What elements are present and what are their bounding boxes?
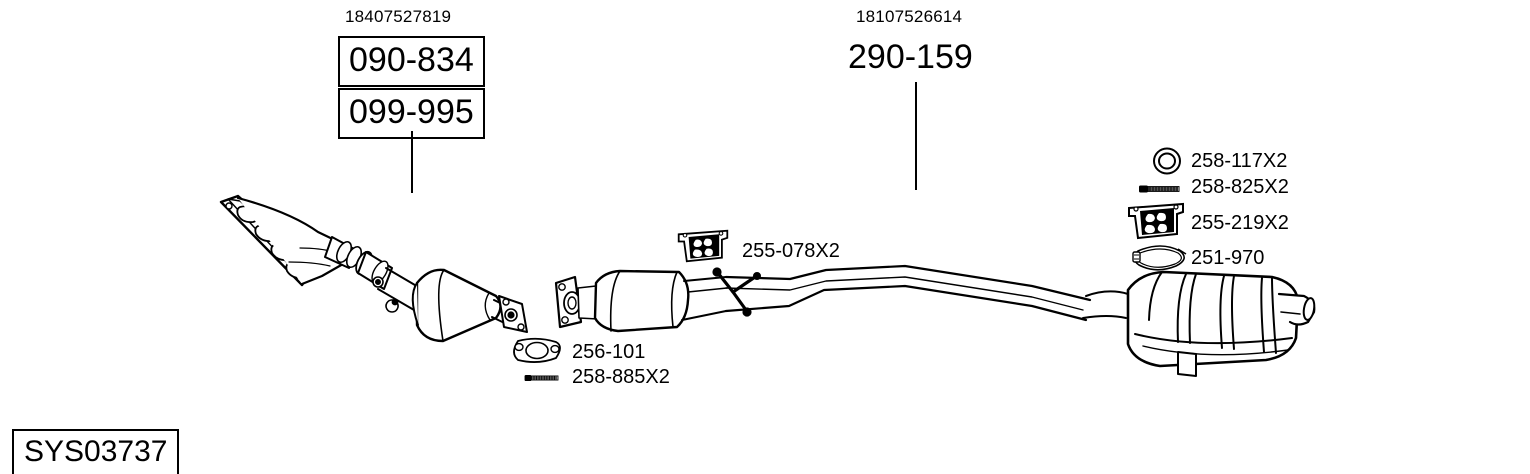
annotation-part-256-101: 256-101 bbox=[572, 341, 646, 363]
code-box-090-834: 090-834 bbox=[338, 36, 485, 87]
centre-pipe-hanger-rod bbox=[712, 267, 761, 317]
exhaust-manifold bbox=[219, 194, 352, 287]
gasket-bolt-icon bbox=[522, 372, 570, 384]
middle-silencer bbox=[593, 269, 728, 333]
legend-part-258-825X2: 258-825X2 bbox=[1191, 176, 1289, 198]
leader-line-left bbox=[411, 131, 413, 193]
leader-line-right bbox=[915, 82, 917, 190]
bolt-icon bbox=[1138, 182, 1190, 196]
legend-part-255-219X2: 255-219X2 bbox=[1191, 212, 1289, 234]
flange-gasket-icon bbox=[508, 337, 566, 367]
rubber-hanger-strap-icon bbox=[1128, 242, 1190, 272]
code-290-159: 290-159 bbox=[848, 38, 973, 76]
front-pipe-flex-joint bbox=[324, 236, 393, 290]
system-code-box: SYS03737 bbox=[12, 429, 180, 474]
front-pipe bbox=[377, 267, 421, 313]
middle-silencer-inlet-flange bbox=[554, 275, 599, 329]
seal-ring-icon bbox=[1152, 147, 1182, 175]
exhaust-hanger-bracket-icon bbox=[1126, 201, 1186, 241]
rear-silencer bbox=[1082, 270, 1300, 377]
oem-number-right: 18107526614 bbox=[856, 7, 963, 26]
centre-pipe bbox=[724, 264, 1092, 322]
oem-number-left: 18407527819 bbox=[345, 7, 452, 26]
middle-hanger-bracket-icon bbox=[676, 228, 730, 264]
annotation-part-255-078X2: 255-078X2 bbox=[742, 240, 840, 262]
legend-part-258-117X2: 258-117X2 bbox=[1191, 150, 1288, 172]
annotation-part-258-885X2: 258-885X2 bbox=[572, 366, 670, 388]
legend-part-251-970: 251-970 bbox=[1191, 247, 1265, 269]
tail-pipe bbox=[1277, 292, 1316, 326]
catalytic-converter bbox=[411, 268, 528, 343]
